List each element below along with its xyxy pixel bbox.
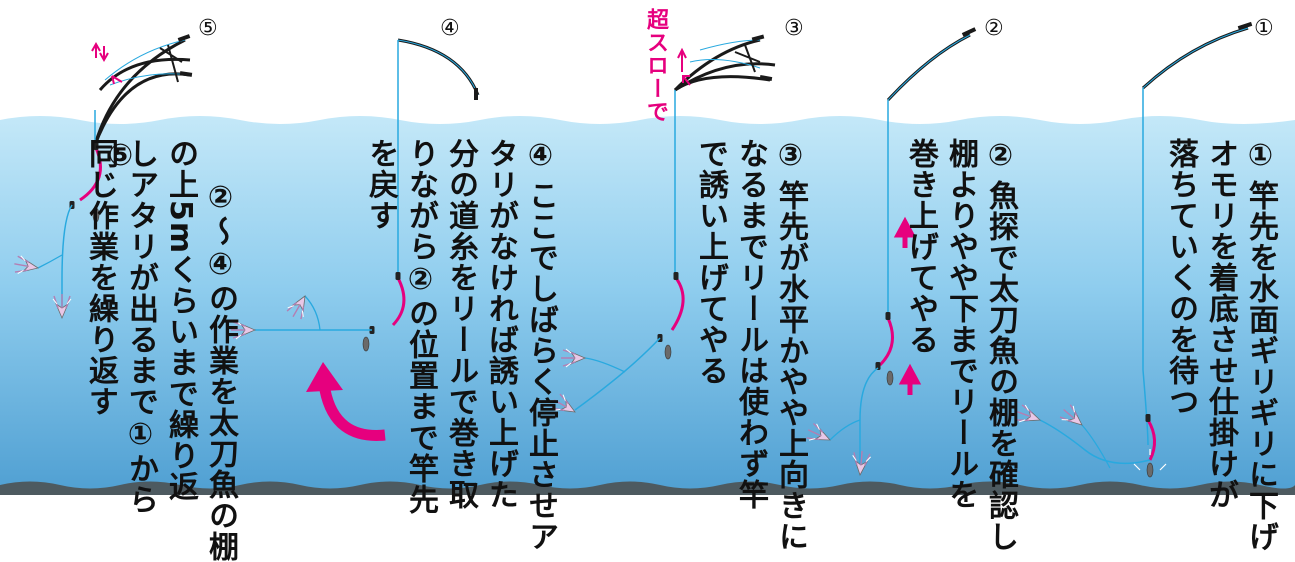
step1-rig <box>1013 21 1253 478</box>
step3-line-1: 竿先が水平かやや上向きに <box>773 180 808 552</box>
step2-rig <box>803 27 977 477</box>
step3-block: 竿先が水平かやや上向きに なるまでリールは使わず竿 で誘い上げてやる <box>690 138 810 552</box>
step5-line-3: しアタリが出るまで①から <box>123 138 158 515</box>
step4-line-2: タリがなければ誘い上げた <box>483 138 518 510</box>
step2-block: 魚探で太刀魚の棚を確認し 棚よりやや下までリールを 巻き上げてやる <box>900 138 1020 552</box>
diagram-stage: ⑤ ④ ③ ② ① 超スローで ⑤ ②～④の作業を太刀魚の棚 の上5mくらいまで… <box>0 8 1295 562</box>
step4-line-4: りながら②の位置まで竿先 <box>403 138 438 515</box>
up-arrow-icon <box>893 216 917 248</box>
step5-block: ②～④の作業を太刀魚の棚 の上5mくらいまで繰り返 しアタリが出るまで①から 同… <box>83 138 240 562</box>
step1-line-2: オモリを着底させ仕掛けが <box>1203 138 1238 510</box>
step-mark-3: ③ <box>784 16 804 41</box>
step4-line-5: を戻す <box>363 138 398 231</box>
step5-text: ⑤ <box>100 138 140 478</box>
slow-label: 超スローで <box>643 8 668 123</box>
step2-number: ② <box>983 138 1018 174</box>
step3-line-3: で誘い上げてやる <box>693 138 728 386</box>
step3-rig <box>549 34 776 421</box>
step1-number: ① <box>1243 138 1278 174</box>
step5-line-4: 同じ作業を繰り返す <box>83 138 118 417</box>
up-arrow-icon <box>898 363 922 395</box>
step2-line-1: 魚探で太刀魚の棚を確認し <box>983 180 1018 552</box>
step2-line-2: 棚よりやや下までリールを <box>943 138 978 510</box>
step2-line-3: 巻き上げてやる <box>903 138 938 355</box>
step3-line-2: なるまでリールは使わず竿 <box>733 138 768 510</box>
step-mark-2: ② <box>984 16 1004 41</box>
step4-number: ④ <box>523 138 558 174</box>
step-mark-4: ④ <box>440 16 460 41</box>
rod-icon <box>1141 26 1249 90</box>
step4-rig <box>230 38 480 441</box>
step-mark-5: ⑤ <box>198 16 218 41</box>
return-arrow-icon <box>319 388 386 441</box>
step5-number: ⑤ <box>103 138 138 174</box>
step1-block: 竿先を水面ギリギリに下げ オモリを着底させ仕掛けが 落ちていくのを待つ <box>1160 138 1280 552</box>
step5-line-1: ②～④の作業を太刀魚の棚 <box>203 180 238 562</box>
step4-block: ここでしばらく停止させア タリがなければ誘い上げた 分の道糸をリールで巻き取 り… <box>360 138 560 552</box>
rod-icon <box>886 33 971 102</box>
seabed <box>0 481 1295 495</box>
rod-icon <box>397 38 480 96</box>
step1-line-1: 竿先を水面ギリギリに下げ <box>1243 180 1278 552</box>
step5-line-2: の上5mくらいまで繰り返 <box>163 138 198 503</box>
step3-number: ③ <box>773 138 808 174</box>
step1-line-3: 落ちていくのを待つ <box>1163 138 1198 417</box>
step4-line-3: 分の道糸をリールで巻き取 <box>443 138 478 510</box>
fishing-technique-illustration <box>0 21 1295 495</box>
step5-rig <box>12 34 193 319</box>
step-mark-1: ① <box>1254 16 1274 41</box>
step4-line-1: ここでしばらく停止させア <box>523 180 558 552</box>
